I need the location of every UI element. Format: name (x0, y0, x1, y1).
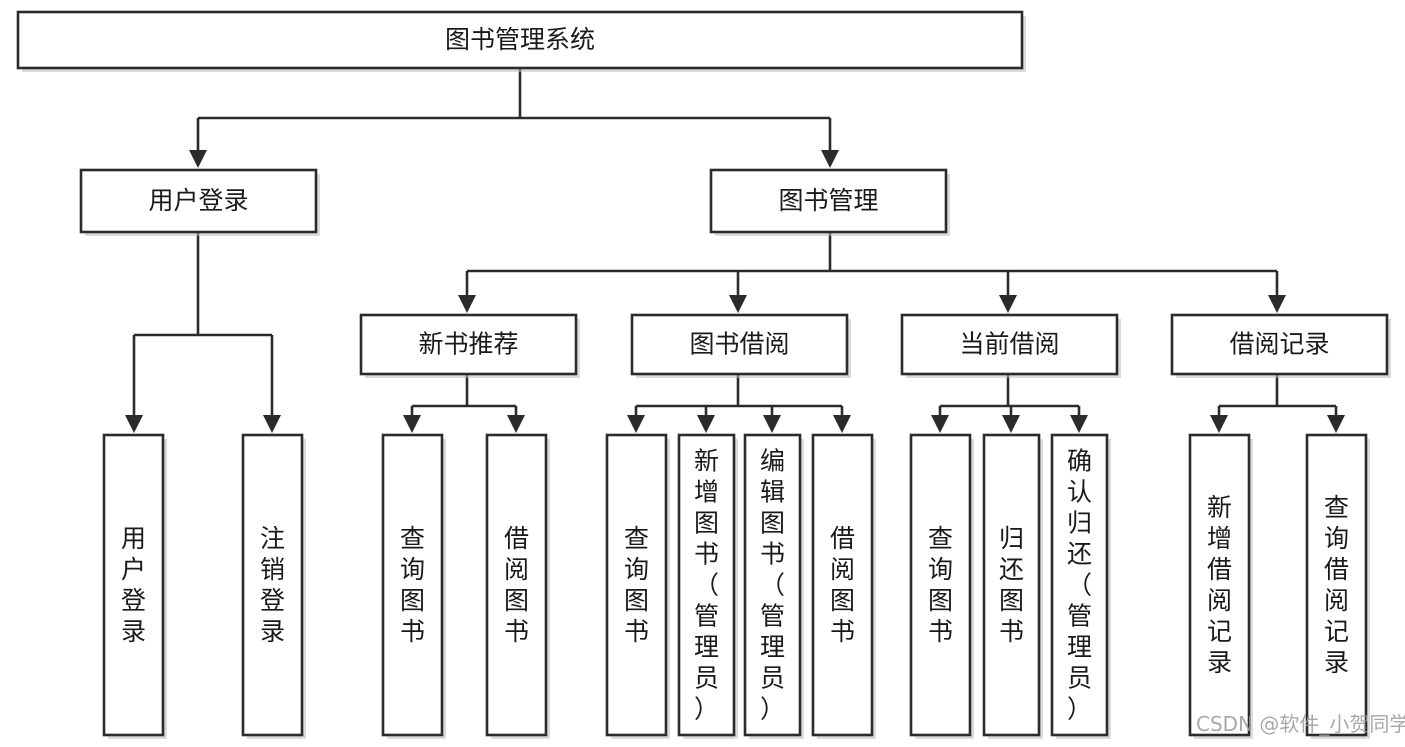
node-leaf-query-book-2[interactable]: 查询图书 (605, 433, 670, 739)
node-label: 图书借阅 (689, 330, 789, 359)
node-label: 注销登录 (260, 524, 285, 646)
arrowhead-icon (458, 295, 476, 313)
node-label: 确认归还（管理员） (1067, 447, 1092, 724)
node-label: 新增图书（管理员） (694, 447, 719, 724)
node-box[interactable] (811, 433, 874, 737)
node-label: 归还图书 (999, 524, 1024, 646)
node-box[interactable] (605, 433, 668, 737)
node-box[interactable] (743, 433, 802, 737)
arrowhead-icon (821, 150, 839, 168)
node-label: 当前借阅 (959, 330, 1059, 359)
node-label: 用户登录 (121, 524, 146, 646)
csdn-watermark: CSDN @软件_小贺同学 (1196, 712, 1405, 736)
node-leaf-add-book[interactable]: 新增图书（管理员） (677, 433, 738, 739)
node-box[interactable] (1305, 433, 1368, 737)
node-leaf-borrow-book-2[interactable]: 借阅图书 (811, 433, 876, 739)
node-label: 新增借阅记录 (1207, 493, 1232, 677)
node-box[interactable] (381, 433, 444, 737)
arrowhead-icon (627, 415, 645, 433)
node-box[interactable] (485, 433, 548, 737)
node-leaf-return-book[interactable]: 归还图书 (982, 433, 1043, 739)
node-box[interactable] (79, 168, 318, 234)
node-new-book-recommend[interactable]: 新书推荐 (359, 313, 580, 378)
node-box[interactable] (630, 313, 849, 376)
node-box[interactable] (982, 433, 1041, 737)
node-leaf-query-book-1[interactable]: 查询图书 (381, 433, 446, 739)
node-leaf-logout-login[interactable]: 注销登录 (241, 433, 306, 739)
node-user-login[interactable]: 用户登录 (79, 168, 320, 236)
node-label: 新书推荐 (418, 330, 518, 359)
node-box[interactable] (241, 433, 304, 737)
edges-layer (125, 68, 1345, 433)
arrowhead-icon (125, 415, 143, 433)
node-leaf-add-borrow-record[interactable]: 新增借阅记录 (1188, 433, 1253, 739)
node-label: 编辑图书（管理员） (760, 447, 785, 724)
node-label: 用户登录 (148, 186, 248, 215)
node-current-borrow[interactable]: 当前借阅 (900, 313, 1121, 378)
arrowhead-icon (931, 415, 949, 433)
arrowhead-icon (763, 415, 781, 433)
node-label: 借阅图书 (830, 524, 855, 646)
node-leaf-query-book-3[interactable]: 查询图书 (909, 433, 974, 739)
arrowhead-icon (999, 295, 1017, 313)
arrowhead-icon (1070, 415, 1088, 433)
arrowhead-icon (189, 150, 207, 168)
node-box[interactable] (16, 10, 1024, 70)
arrowhead-icon (263, 415, 281, 433)
node-borrow-record[interactable]: 借阅记录 (1170, 313, 1391, 378)
node-box[interactable] (677, 433, 736, 737)
node-leaf-confirm-return[interactable]: 确认归还（管理员） (1050, 433, 1111, 739)
node-leaf-user-login[interactable]: 用户登录 (102, 433, 167, 739)
nodes-layer: 图书管理系统用户登录图书管理新书推荐图书借阅当前借阅借阅记录用户登录注销登录查询… (16, 10, 1391, 739)
node-leaf-edit-book[interactable]: 编辑图书（管理员） (743, 433, 804, 739)
node-label: 图书管理系统 (445, 25, 595, 54)
node-label: 查询图书 (400, 524, 425, 646)
node-label: 借阅记录 (1229, 330, 1329, 359)
arrowhead-icon (729, 295, 747, 313)
arrowhead-icon (1268, 295, 1286, 313)
node-leaf-borrow-book-1[interactable]: 借阅图书 (485, 433, 550, 739)
node-box[interactable] (359, 313, 578, 376)
arrowhead-icon (697, 415, 715, 433)
arrowhead-icon (1327, 415, 1345, 433)
node-leaf-query-borrow-record[interactable]: 查询借阅记录 (1305, 433, 1370, 739)
node-box[interactable] (1188, 433, 1251, 737)
node-box[interactable] (102, 433, 165, 737)
node-box[interactable] (900, 313, 1119, 376)
arrowhead-icon (1210, 415, 1228, 433)
node-book-borrow[interactable]: 图书借阅 (630, 313, 851, 378)
node-box[interactable] (909, 433, 972, 737)
node-root[interactable]: 图书管理系统 (16, 10, 1026, 72)
arrowhead-icon (1002, 415, 1020, 433)
node-box[interactable] (1170, 313, 1389, 376)
node-label: 查询图书 (928, 524, 953, 646)
node-label: 图书管理 (778, 186, 878, 215)
arrowhead-icon (403, 415, 421, 433)
node-box[interactable] (709, 168, 948, 234)
arrowhead-icon (833, 415, 851, 433)
node-label: 查询图书 (624, 524, 649, 646)
arrowhead-icon (507, 415, 525, 433)
node-label: 查询借阅记录 (1324, 493, 1349, 677)
node-label: 借阅图书 (504, 524, 529, 646)
node-book-manage[interactable]: 图书管理 (709, 168, 950, 236)
node-box[interactable] (1050, 433, 1109, 737)
